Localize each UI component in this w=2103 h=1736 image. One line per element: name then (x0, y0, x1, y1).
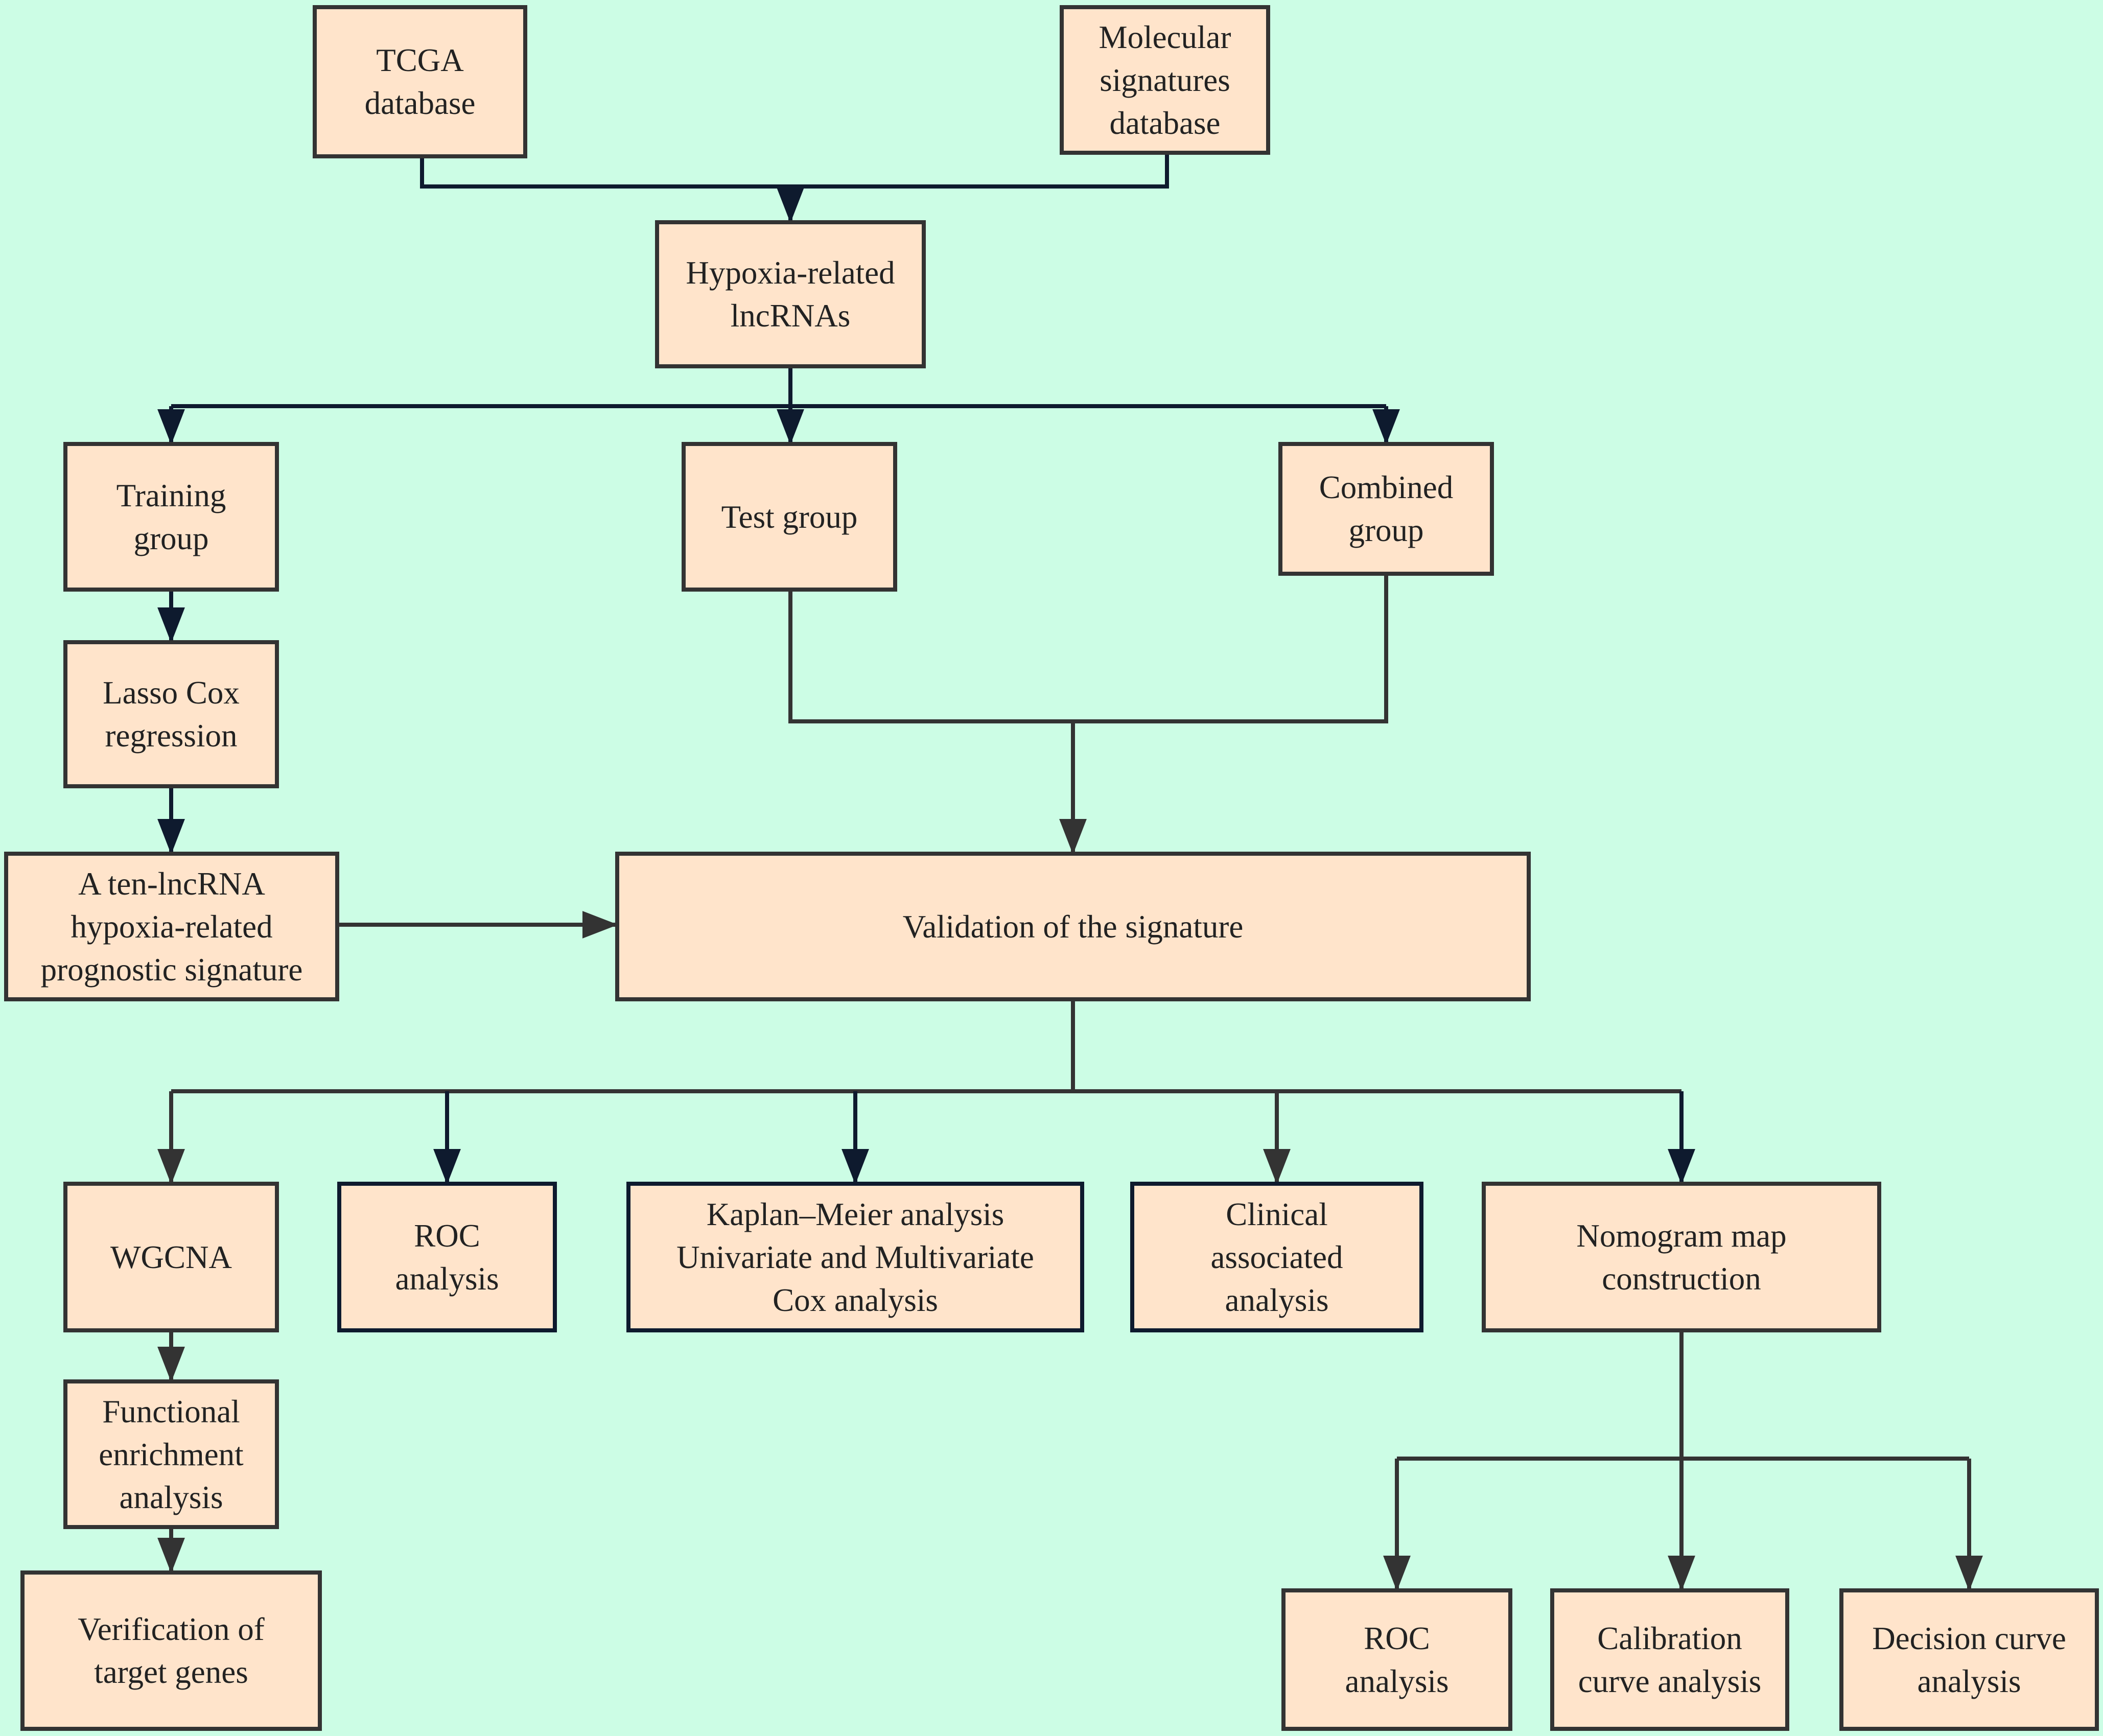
node-training-group: Training group (63, 442, 279, 592)
node-roc-analysis-nomogram: ROC analysis (1281, 1588, 1512, 1731)
arrowhead-to-validation (1059, 819, 1087, 855)
arrowhead-to-clinical (1263, 1149, 1291, 1185)
arrowhead-to-roc (433, 1149, 461, 1185)
arrowhead-to-combined (1372, 409, 1400, 445)
node-roc-analysis: ROC analysis (337, 1182, 557, 1332)
node-nomogram-map-construction: Nomogram map construction (1482, 1182, 1881, 1332)
node-wgcna: WGCNA (63, 1182, 279, 1332)
node-tcga-database: TCGA database (313, 5, 527, 158)
node-calibration-curve-analysis: Calibration curve analysis (1550, 1588, 1789, 1731)
node-test-group: Test group (682, 442, 897, 592)
arrowhead-to-functional (157, 1347, 185, 1382)
node-ten-lncrna-signature: A ten-lncRNA hypoxia-related prognostic … (4, 852, 339, 1001)
node-functional-enrichment-analysis: Functional enrichment analysis (63, 1379, 279, 1529)
arrowhead-signature-validation (582, 911, 618, 939)
node-clinical-associated-analysis: Clinical associated analysis (1130, 1182, 1423, 1332)
node-molecular-signatures-database: Molecular signatures database (1060, 5, 1270, 155)
node-validation-of-signature: Validation of the signature (615, 852, 1531, 1001)
arrowhead-to-km (842, 1149, 869, 1185)
arrowhead-to-training (157, 409, 185, 445)
arrowhead-to-hypoxia (777, 187, 804, 223)
edge-test-combined-merge (788, 576, 1388, 723)
arrowhead-to-lasso (157, 607, 185, 643)
node-verification-of-target-genes: Verification of target genes (20, 1570, 322, 1731)
node-combined-group: Combined group (1278, 442, 1494, 576)
arrowhead-to-test (777, 409, 804, 445)
arrowhead-to-signature (157, 819, 185, 855)
node-decision-curve-analysis: Decision curve analysis (1839, 1588, 2099, 1731)
arrowhead-to-wgcna (157, 1149, 185, 1185)
arrowhead-to-verification (157, 1538, 185, 1574)
arrowhead-to-decision (1955, 1556, 1983, 1591)
node-lasso-cox-regression: Lasso Cox regression (63, 640, 279, 788)
arrowhead-to-calibration (1668, 1556, 1695, 1591)
arrowhead-to-nomogram (1668, 1149, 1695, 1185)
node-hypoxia-related-lncrnas: Hypoxia-related lncRNAs (655, 220, 926, 368)
arrowhead-to-roc2 (1383, 1556, 1411, 1591)
node-kaplan-meier-cox-analysis: Kaplan–Meier analysis Univariate and Mul… (626, 1182, 1084, 1332)
edge-databases-merge (420, 155, 1169, 189)
